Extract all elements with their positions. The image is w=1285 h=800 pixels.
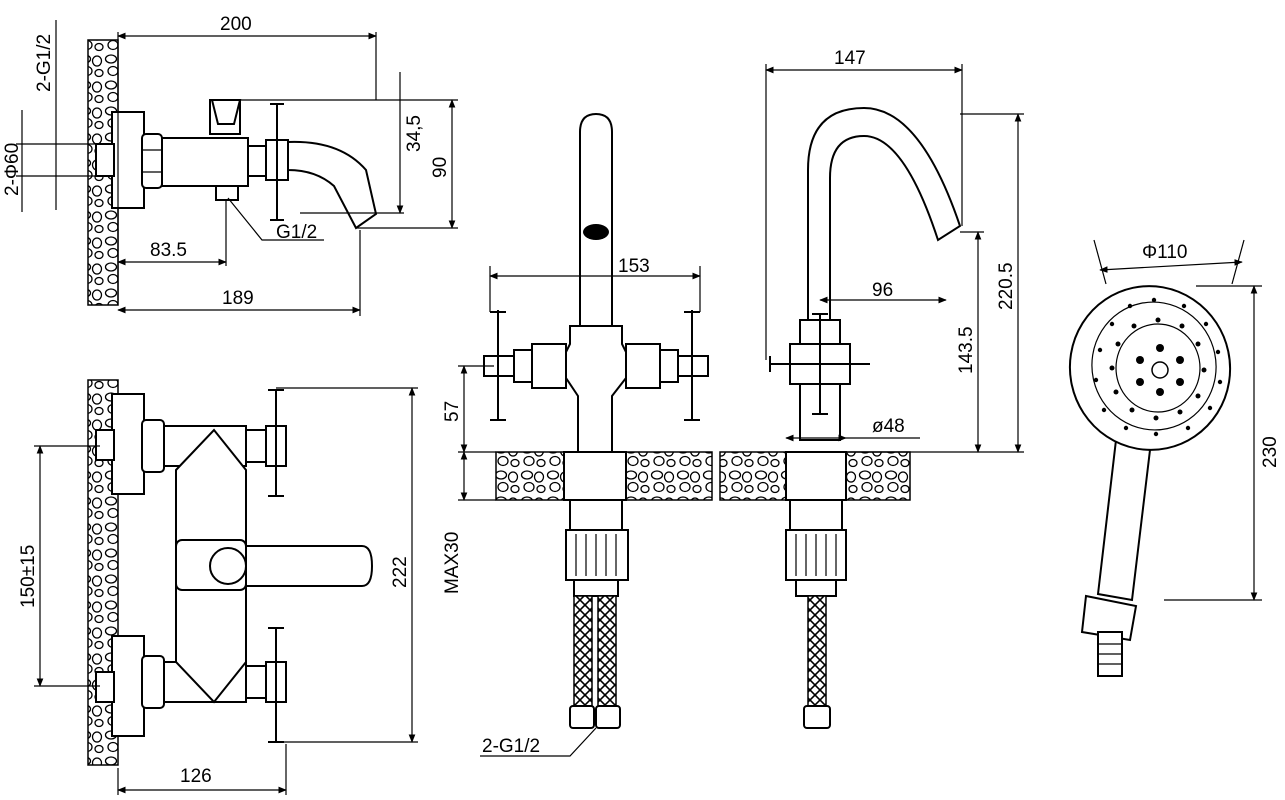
dim-inlet-spacing: 150±15 [18,545,39,608]
dim-side-spout-height: 143.5 [956,326,977,374]
dim-outlet-thread: G1/2 [276,222,317,243]
dim-flange-diameter: 2-Φ60 [2,143,23,196]
dim-inlet-thread: 2-G1/2 [34,34,55,92]
dim-hose-thread: 2-G1/2 [482,736,540,757]
dim-height: 90 [430,157,451,178]
dim-spout-reach: 189 [222,288,254,309]
dim-side-spout-reach: 96 [872,280,893,301]
dim-shower-length: 230 [1260,436,1281,468]
basin-mixer-front-view: 153 57 MAX30 2-G1/2 [442,112,713,757]
dim-head-diameter: Φ110 [1142,242,1187,263]
dim-max-counter: MAX30 [442,532,463,594]
basin-mixer-side-view: 147 96 220.5 143.5 ø48 [719,48,1024,729]
dim-base-diameter: ø48 [872,416,905,437]
dim-width-total: 200 [220,14,252,35]
dim-spout-depth: 147 [834,48,866,69]
wall-mixer-front-view: 150±15 222 126 [18,379,418,795]
dim-total-height: 220.5 [996,262,1017,310]
dim-spout-offset: 34,5 [404,115,425,152]
spray-nozzles [1093,297,1223,437]
wall-mixer-side-view: 200 2-G1/2 2-Φ60 34,5 90 G1/2 83.5 189 [2,14,458,316]
dim-front-depth: 126 [180,766,212,787]
hand-shower-view: Φ110 230 [1068,239,1281,677]
dim-handle-span: 153 [618,256,650,277]
dim-center-depth: 83.5 [150,240,187,261]
dim-front-height: 222 [390,556,411,588]
dim-handle-height: 57 [442,401,463,422]
